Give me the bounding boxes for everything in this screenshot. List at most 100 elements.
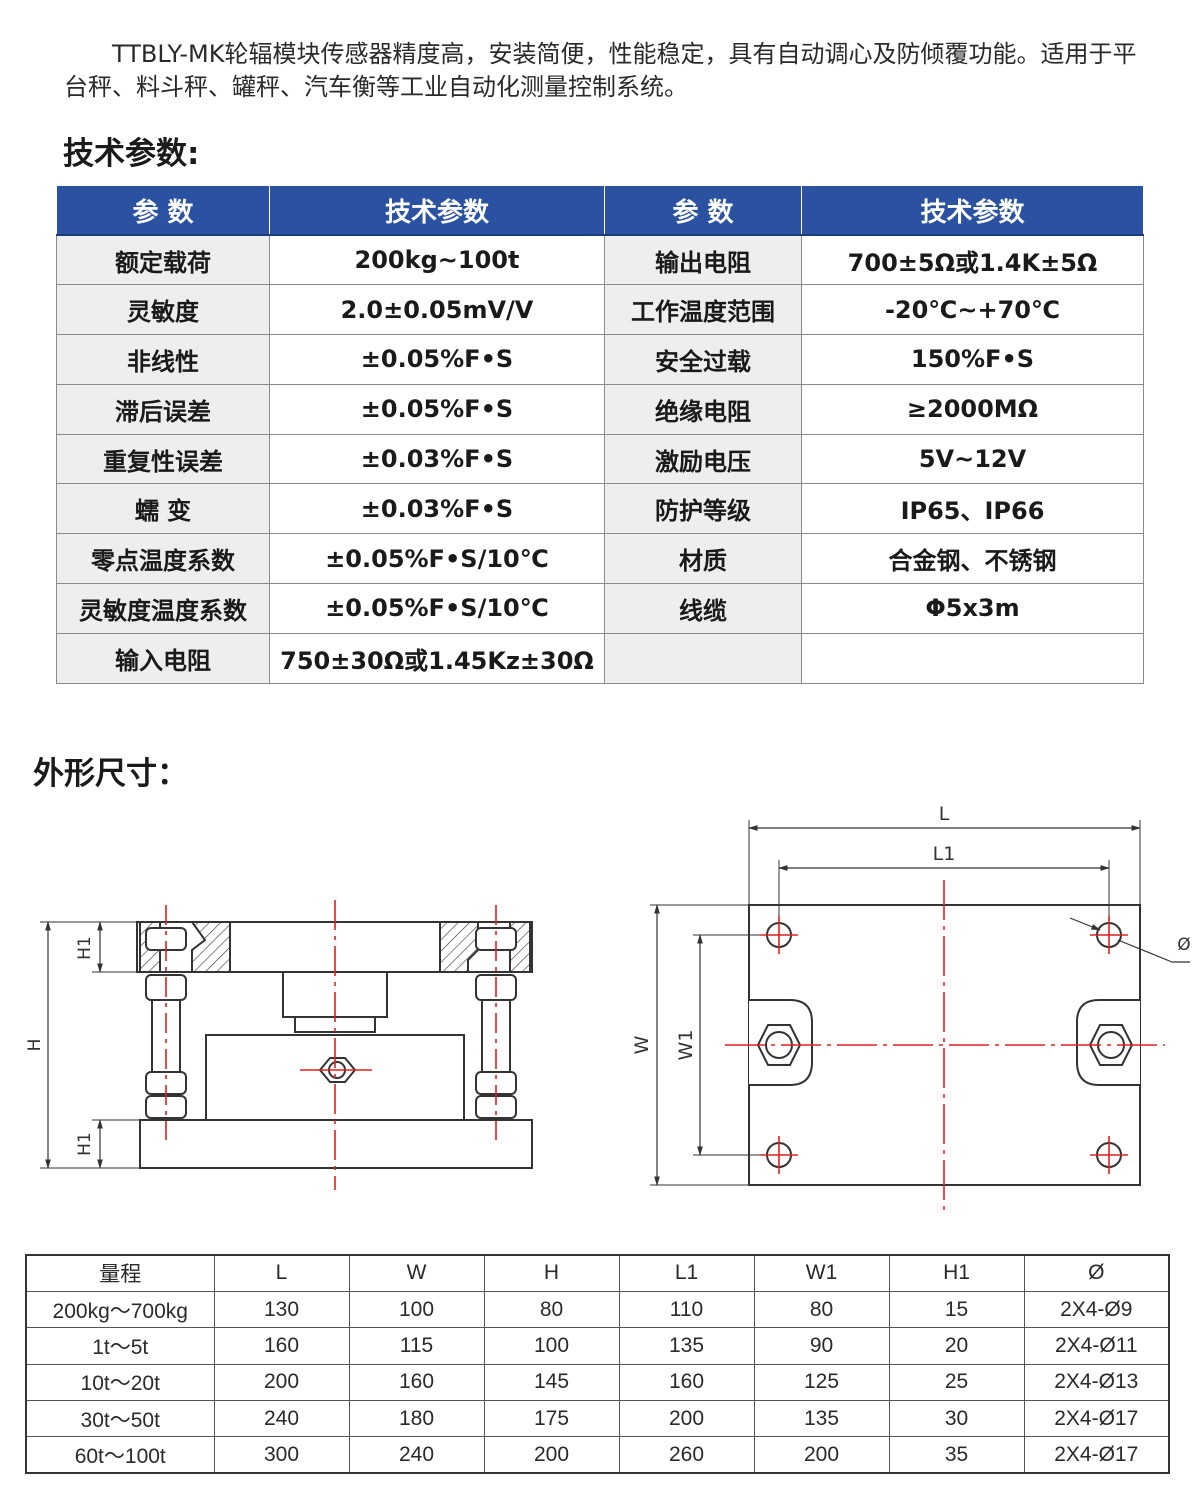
dim-header-l1: L1 — [618, 1254, 755, 1292]
spec-value — [801, 632, 1144, 684]
spec-table: 参 数 技术参数 参 数 技术参数 额定载荷 200kg~100t 输出电阻 7… — [56, 186, 1144, 684]
table-row: 额定载荷 200kg~100t 输出电阻 700±5Ω或1.4K±5Ω — [56, 234, 1144, 286]
spec-param: 绝缘电阻 — [604, 383, 802, 435]
dim-header-l: L — [213, 1254, 350, 1292]
table-cell: 200 — [483, 1436, 620, 1474]
spec-header-param-1: 参 数 — [56, 186, 270, 236]
spec-param: 输入电阻 — [56, 632, 270, 684]
label-diameter: Ø — [1177, 935, 1190, 955]
spec-table-header: 参 数 技术参数 参 数 技术参数 — [56, 186, 1144, 236]
table-cell: 135 — [618, 1327, 755, 1365]
dim-header-w: W — [348, 1254, 485, 1292]
spec-value: 750±30Ω或1.45Kz±30Ω — [269, 632, 605, 684]
spec-value: 200kg~100t — [269, 234, 605, 286]
top-view-center-lines — [725, 880, 1165, 1210]
spec-param: 材质 — [604, 533, 802, 585]
table-cell: 20 — [888, 1327, 1025, 1365]
table-row: 灵敏度 2.0±0.05mV/V 工作温度范围 -20℃~+70℃ — [56, 284, 1144, 336]
table-row: 非线性 ±0.05%F•S 安全过载 150%F•S — [56, 334, 1144, 385]
table-cell: 2X4-Ø17 — [1023, 1436, 1170, 1474]
table-row: 灵敏度温度系数 ±0.05%F•S/10℃ 线缆 Φ5x3m — [56, 583, 1144, 634]
spec-param: 灵敏度温度系数 — [56, 583, 270, 634]
dim-header-h: H — [483, 1254, 620, 1292]
table-cell: 2X4-Ø11 — [1023, 1327, 1170, 1365]
label-h1-top: H1 — [75, 936, 95, 960]
table-cell: 145 — [483, 1363, 620, 1402]
table-cell: 200 — [753, 1436, 890, 1474]
spec-value: ±0.05%F•S — [269, 334, 605, 385]
specs-section-title: 技术参数: — [63, 136, 200, 172]
table-cell: 2X4-Ø9 — [1023, 1290, 1170, 1329]
side-view-center-lines — [165, 900, 497, 1190]
spec-value: ±0.03%F•S — [269, 483, 605, 535]
dimension-drawings: H1 H H1 — [25, 803, 1191, 1210]
table-cell: 25 — [888, 1363, 1025, 1402]
table-cell: 200 — [618, 1400, 755, 1438]
intro-paragraph: TTBLY-MK轮辐模块传感器精度高，安装简便，性能稳定，具有自动调心及防倾覆功… — [64, 40, 1137, 101]
table-cell: 60t～100t — [25, 1436, 215, 1474]
table-cell: 90 — [753, 1327, 890, 1365]
spec-param: 零点温度系数 — [56, 533, 270, 585]
dim-header-w1: W1 — [753, 1254, 890, 1292]
table-cell: 300 — [213, 1436, 350, 1474]
table-row: 1t～5t 160 115 100 135 90 20 2X4-Ø11 — [25, 1327, 1170, 1365]
table-row: 10t～20t 200 160 145 160 125 25 2X4-Ø13 — [25, 1363, 1170, 1402]
table-cell: 10t～20t — [25, 1363, 215, 1402]
spec-value: ±0.05%F•S — [269, 383, 605, 435]
table-cell: 115 — [348, 1327, 485, 1365]
table-row: 200kg～700kg 130 100 80 110 80 15 2X4-Ø9 — [25, 1290, 1170, 1329]
spec-param: 重复性误差 — [56, 433, 270, 485]
dim-header-h1: H1 — [888, 1254, 1025, 1292]
table-cell: 80 — [753, 1290, 890, 1329]
table-cell: 130 — [213, 1290, 350, 1329]
table-cell: 125 — [753, 1363, 890, 1402]
spec-param: 线缆 — [604, 583, 802, 634]
table-cell: 80 — [483, 1290, 620, 1329]
spec-value: 2.0±0.05mV/V — [269, 284, 605, 336]
spec-param: 工作温度范围 — [604, 284, 802, 336]
table-cell: 180 — [348, 1400, 485, 1438]
table-row: 零点温度系数 ±0.05%F•S/10℃ 材质 合金钢、不锈钢 — [56, 533, 1144, 585]
label-h1-bottom: H1 — [75, 1132, 95, 1156]
table-cell: 200kg～700kg — [25, 1290, 215, 1329]
table-cell: 260 — [618, 1436, 755, 1474]
spec-value: -20℃~+70℃ — [801, 284, 1144, 336]
spec-param: 非线性 — [56, 334, 270, 385]
table-cell: 160 — [618, 1363, 755, 1402]
table-row: 60t～100t 300 240 200 260 200 35 2X4-Ø17 — [25, 1436, 1170, 1474]
table-row: 30t～50t 240 180 175 200 135 30 2X4-Ø17 — [25, 1400, 1170, 1438]
spec-value: ≥2000MΩ — [801, 383, 1144, 435]
table-cell: 100 — [483, 1327, 620, 1365]
label-l: L — [939, 803, 950, 825]
spec-param: 灵敏度 — [56, 284, 270, 336]
dimension-table: 量程 L W H L1 W1 H1 Ø 200kg～700kg 130 100 … — [25, 1254, 1170, 1475]
top-view-drawing — [650, 820, 1190, 1186]
spec-param: 蠕 变 — [56, 483, 270, 535]
side-view-drawing — [40, 921, 533, 1169]
spec-param: 激励电压 — [604, 433, 802, 485]
table-row: 滞后误差 ±0.05%F•S 绝缘电阻 ≥2000MΩ — [56, 383, 1144, 435]
spec-param: 输出电阻 — [604, 234, 802, 286]
table-cell: 110 — [618, 1290, 755, 1329]
label-h: H — [25, 1039, 45, 1052]
table-cell: 100 — [348, 1290, 485, 1329]
spec-value: ±0.05%F•S/10℃ — [269, 533, 605, 585]
table-cell: 240 — [213, 1400, 350, 1438]
spec-param: 安全过载 — [604, 334, 802, 385]
label-w: W — [631, 1035, 653, 1054]
spec-value: 5V~12V — [801, 433, 1144, 485]
table-cell: 2X4-Ø13 — [1023, 1363, 1170, 1402]
spec-value: ±0.05%F•S/10℃ — [269, 583, 605, 634]
table-cell: 160 — [213, 1327, 350, 1365]
table-row: 输入电阻 750±30Ω或1.45Kz±30Ω — [56, 632, 1144, 684]
dimensions-section-title: 外形尺寸： — [33, 756, 188, 792]
table-cell: 15 — [888, 1290, 1025, 1329]
dim-header-range: 量程 — [25, 1254, 215, 1292]
label-l1: L1 — [933, 843, 956, 865]
spec-header-value-2: 技术参数 — [801, 186, 1144, 236]
table-cell: 35 — [888, 1436, 1025, 1474]
spec-value: IP65、IP66 — [801, 483, 1144, 535]
table-cell: 30 — [888, 1400, 1025, 1438]
spec-value: 700±5Ω或1.4K±5Ω — [801, 234, 1144, 286]
spec-value: 合金钢、不锈钢 — [801, 533, 1144, 585]
